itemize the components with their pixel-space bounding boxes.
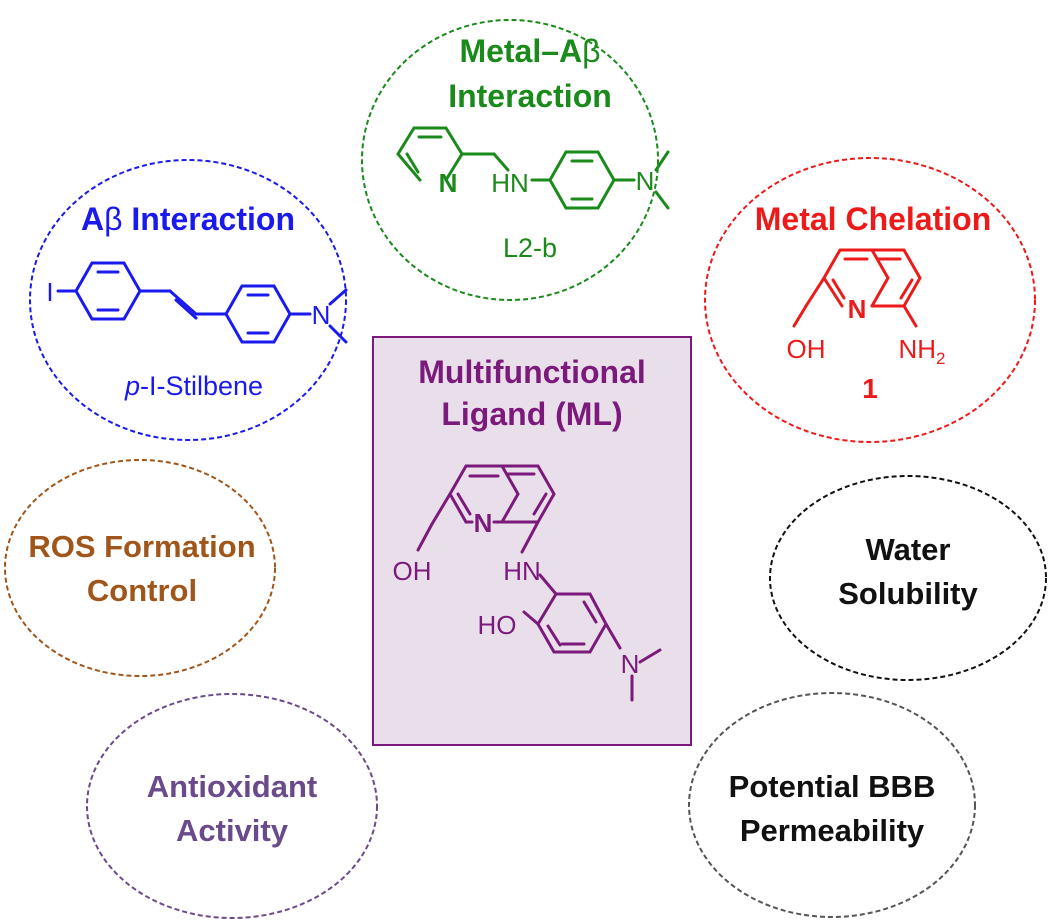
abeta-ellipse	[29, 159, 347, 441]
l2b-structure	[396, 126, 670, 210]
metal-abeta-interaction-node: Metal–Aβ Interaction N HN N L2-b	[361, 19, 670, 301]
ml-atom-n: N	[474, 508, 493, 538]
ros-ellipse	[4, 459, 276, 677]
bbb-line2: Permeability	[740, 813, 925, 848]
stilbene-structure	[56, 261, 348, 344]
compound1-atom-n: N	[848, 294, 867, 324]
multifunctional-ligand-panel: Multifunctional Ligand (ML)	[372, 336, 692, 746]
compound1-atom-oh: OH	[787, 334, 826, 364]
compound1-structure	[792, 248, 922, 328]
bbb-permeability-node: Potential BBB Permeability	[688, 692, 976, 918]
metal-abeta-title-line2: Interaction	[448, 78, 612, 114]
abeta-interaction-node: Aβ Interaction I N p-I-Stilbene	[29, 159, 348, 441]
l2b-label: L2-b	[503, 233, 557, 263]
ml-structure	[416, 464, 662, 702]
bbb-ellipse	[688, 692, 976, 918]
l2b-atom-n: N	[636, 166, 655, 196]
metal-abeta-ellipse	[361, 19, 659, 301]
ml-atom-n2: N	[621, 649, 640, 679]
metal-chelation-ellipse	[704, 157, 1036, 443]
antioxidant-ellipse	[86, 693, 378, 919]
water-line1: Water	[866, 532, 951, 567]
l2b-atom-n-ring: N	[439, 168, 458, 198]
antioxidant-line1: Antioxidant	[147, 769, 318, 804]
ml-atom-hn: HN	[503, 556, 541, 586]
antioxidant-line2: Activity	[176, 813, 289, 848]
water-ellipse	[769, 475, 1047, 681]
ros-line2: Control	[87, 573, 197, 608]
antioxidant-node: Antioxidant Activity	[86, 693, 378, 919]
center-box	[372, 336, 692, 746]
water-line2: Solubility	[838, 576, 978, 611]
metal-chelation-node: Metal Chelation N OH NH2 1	[704, 157, 1036, 443]
stilbene-atom-n: N	[312, 300, 331, 330]
l2b-atom-hn: HN	[491, 168, 529, 198]
stilbene-label: p-I-Stilbene	[124, 371, 263, 401]
ml-atom-ho: HO	[478, 610, 517, 640]
metal-abeta-title-line1: Metal–Aβ	[459, 33, 600, 69]
bbb-line1: Potential BBB	[729, 769, 936, 804]
ros-control-node: ROS Formation Control	[4, 459, 276, 677]
ml-atom-oh: OH	[393, 556, 432, 586]
center-title-line1: Multifunctional	[418, 354, 646, 390]
ros-line1: ROS Formation	[28, 529, 255, 564]
water-solubility-node: Water Solubility	[769, 475, 1047, 681]
stilbene-atom-i: I	[46, 277, 53, 307]
metal-chelation-title: Metal Chelation	[755, 201, 991, 237]
abeta-title: Aβ Interaction	[81, 201, 295, 237]
compound1-label: 1	[862, 373, 878, 404]
compound1-atom-nh2: NH2	[898, 334, 945, 368]
center-title-line2: Ligand (ML)	[441, 396, 622, 432]
